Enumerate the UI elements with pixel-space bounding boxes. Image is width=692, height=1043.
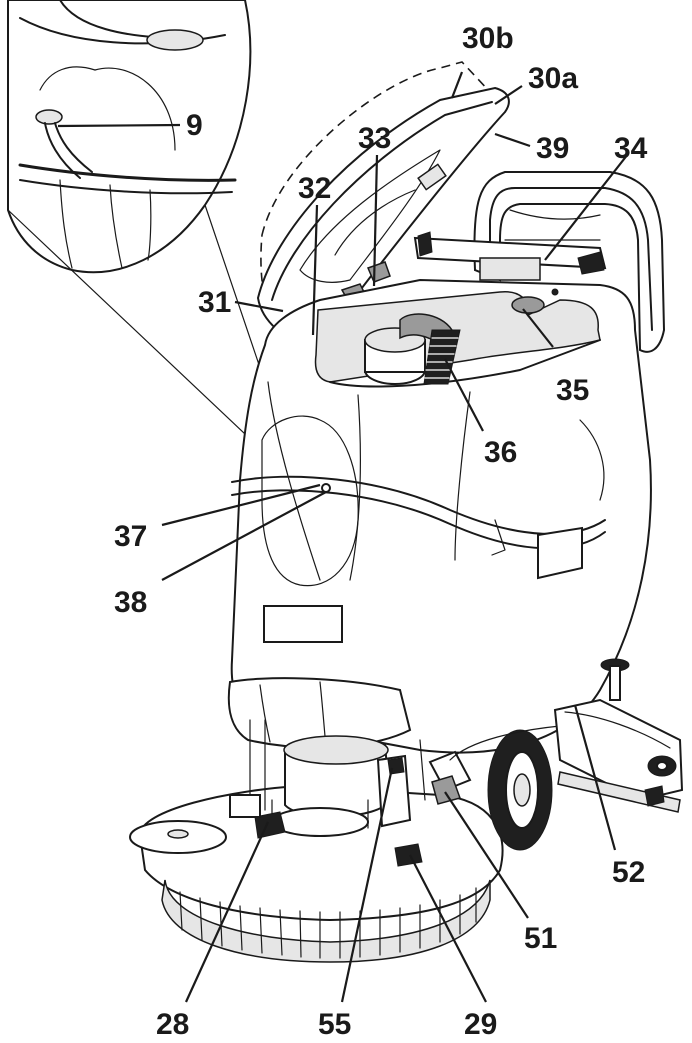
callout-35: 35 — [556, 374, 589, 407]
level-indicator — [321, 483, 331, 493]
tank-cap — [511, 296, 545, 314]
callout-29: 29 — [464, 1008, 497, 1041]
leader-30a — [494, 85, 523, 105]
callout-51: 51 — [524, 922, 557, 955]
control-panel-label — [479, 257, 541, 281]
callout-30b: 30b — [462, 22, 514, 55]
callout-9: 9 — [186, 109, 203, 142]
label-plate-side — [537, 526, 583, 580]
label-plate-front — [263, 605, 343, 643]
leader-30b — [450, 71, 464, 99]
leader-31 — [234, 300, 284, 313]
hose-cap — [35, 109, 63, 125]
leader-55 — [340, 767, 394, 1003]
callout-28: 28 — [156, 1008, 189, 1041]
brush-deck — [129, 719, 504, 963]
vacuum-hose-fitting — [431, 775, 461, 805]
recovery-tank-lid — [256, 86, 510, 350]
handle-assembly — [413, 171, 666, 353]
leader-36 — [444, 358, 484, 432]
callout-55: 55 — [318, 1008, 351, 1041]
deck-knob — [394, 843, 423, 867]
leader-39 — [494, 132, 531, 148]
callout-36: 36 — [484, 436, 517, 469]
leader-37 — [161, 483, 321, 527]
machine-body — [227, 278, 652, 754]
leader-9 — [57, 123, 181, 128]
callout-52: 52 — [612, 856, 645, 889]
leader-35 — [522, 308, 554, 348]
leader-lines — [57, 71, 629, 1003]
leader-32 — [311, 204, 319, 336]
leader-52 — [573, 704, 617, 851]
callout-39: 39 — [536, 132, 569, 165]
leader-51 — [444, 791, 529, 919]
leader-29 — [409, 854, 487, 1003]
leader-38 — [161, 491, 327, 581]
rear-wheel-squeegee — [428, 658, 684, 851]
callout-34: 34 — [614, 132, 648, 165]
leader-28 — [184, 821, 270, 1003]
callout-33: 33 — [358, 122, 391, 155]
callout-38: 38 — [114, 586, 147, 619]
leader-33 — [372, 154, 379, 287]
sensor-dot — [551, 288, 559, 296]
callout-37: 37 — [114, 520, 147, 553]
callout-30a: 30a — [528, 62, 578, 95]
callout-labels: 30b 30a 9 39 33 34 32 31 35 36 37 38 52 … — [114, 22, 648, 1041]
callout-31: 31 — [198, 286, 231, 319]
detail-magnifier — [7, 0, 252, 274]
leader-34 — [544, 153, 629, 261]
callout-32: 32 — [298, 172, 331, 205]
